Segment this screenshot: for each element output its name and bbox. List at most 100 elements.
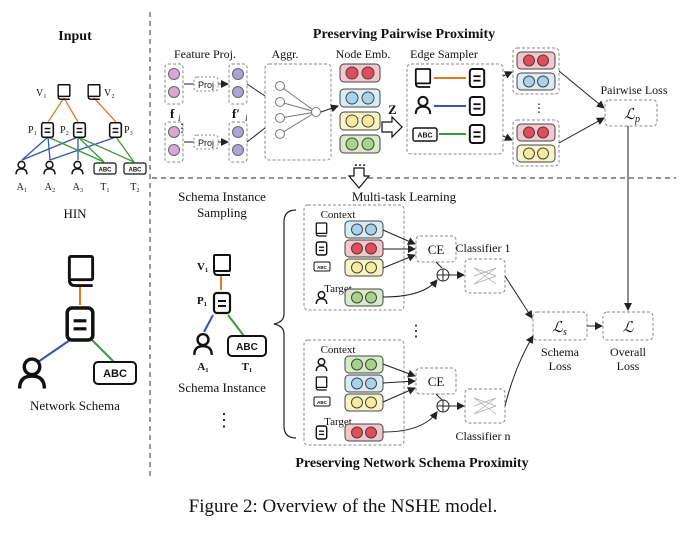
author-icon <box>17 357 47 390</box>
paper-icon <box>65 306 95 342</box>
right-arrow-icon <box>381 115 403 139</box>
proj-box-label: Proj <box>198 80 214 90</box>
hin-a1-label: A₁ <box>17 182 28 193</box>
venue-icon <box>87 84 101 100</box>
paper-icon <box>212 291 232 315</box>
fi-subscript: i <box>178 113 181 123</box>
venue-icon <box>414 68 432 88</box>
pairwise-title: Preserving Pairwise Proximity <box>313 27 495 42</box>
edge-sampler-label: Edge Sampler <box>410 47 478 61</box>
schema-title: Preserving Network Schema Proximity <box>295 456 528 471</box>
ls-symbol: ℒ <box>552 320 564 336</box>
target-label: Target <box>324 416 352 428</box>
multitask-label: Multi-task Learning <box>352 189 457 204</box>
schema-instance-graph: V₁ P₁ ABC A₁ T₁ <box>193 254 267 373</box>
pairwise-loss-box <box>604 99 658 127</box>
hdots: … <box>354 155 366 169</box>
overall-loss-box <box>602 311 654 341</box>
feature-proj-label: Feature Proj. <box>174 47 236 61</box>
term-icon-text: ABC <box>317 265 327 270</box>
edge-sampler-box <box>406 63 504 155</box>
fi-prime-symbol: f′ <box>232 106 240 121</box>
overall-loss-label-1: Overall <box>610 345 647 359</box>
ce-label: CE <box>428 242 445 257</box>
schema-sampling-label-1: Schema Instance <box>178 189 266 204</box>
vdots: ⋮ <box>176 121 188 135</box>
task1-box <box>303 204 405 311</box>
ce-box-1 <box>415 235 457 263</box>
venue-icon <box>315 376 328 391</box>
author-icon <box>315 290 328 305</box>
author-icon <box>315 357 328 372</box>
overall-loss-label-2: Loss <box>617 359 640 373</box>
venue-icon <box>57 84 71 100</box>
network-schema-graph: ABC <box>17 255 137 390</box>
z-symbol: Z <box>388 102 397 117</box>
context-label: Context <box>321 209 356 221</box>
pairwise-panel: Preserving Pairwise Proximity Feature Pr… <box>164 27 668 311</box>
network-schema-label: Network Schema <box>30 398 120 413</box>
schema-instance-label: Schema Instance <box>178 380 266 395</box>
figure-caption: Figure 2: Overview of the NSHE model. <box>189 496 498 517</box>
hin-label: HIN <box>63 206 87 221</box>
proj-box-label: Proj <box>198 138 214 148</box>
lp-subscript: p <box>634 114 640 125</box>
ce-box-n <box>415 367 457 395</box>
term-icon <box>123 162 147 175</box>
hin-t1-label: T₁ <box>100 182 110 193</box>
venue-icon <box>213 254 231 276</box>
hin-v1-label: V₁ <box>36 88 47 99</box>
paper-icon <box>468 124 486 144</box>
vdots: ⋮ <box>408 323 424 340</box>
hin-t2-label: T₂ <box>130 182 140 193</box>
vdots: ⋮ <box>533 101 545 115</box>
context-label: Context <box>321 344 356 356</box>
si-t1-label: T₁ <box>242 361 253 373</box>
term-icon <box>227 335 267 357</box>
node-emb-label: Node Emb. <box>336 47 391 61</box>
venue-icon <box>315 222 328 237</box>
hin-p1-label: P₁ <box>28 125 37 136</box>
paper-icon <box>72 122 87 138</box>
term-icon-text: ABC <box>103 368 127 380</box>
hin-a3-label: A₃ <box>73 182 84 193</box>
hin-p2-label: P₂ <box>60 125 69 136</box>
aggregator-box <box>264 63 332 161</box>
si-a1-label: A₁ <box>197 361 208 373</box>
si-p1-label: P₁ <box>197 295 207 307</box>
aggr-label: Aggr. <box>272 47 299 61</box>
schema-loss-label-2: Loss <box>549 359 572 373</box>
hin-graph: V₁ V₂ P₁ P₂ P₃ ABC ABC A₁ A₂ A₃ T₁ T₂ <box>15 84 147 193</box>
hin-v2-label: V₂ <box>104 88 115 99</box>
author-icon <box>15 160 28 175</box>
paper-icon <box>315 241 328 256</box>
term-icon-text: ABC <box>417 133 432 140</box>
lp-symbol: ℒ <box>624 107 636 123</box>
paper-icon <box>468 96 486 116</box>
paper-icon <box>468 68 486 88</box>
vdots: ⋮ <box>215 410 233 430</box>
term-icon-text: ABC <box>317 400 327 405</box>
classifier1-label: Classifier 1 <box>456 241 511 255</box>
author-icon <box>193 332 213 356</box>
brace <box>273 209 297 439</box>
fi-prime-subscript: i <box>245 113 248 123</box>
term-icon-text: ABC <box>129 168 143 174</box>
si-v1-label: V₁ <box>197 261 208 273</box>
node-embedding-list: … <box>339 63 381 169</box>
paper-icon <box>315 425 328 440</box>
hin-a2-label: A₂ <box>45 182 56 193</box>
term-icon <box>412 127 438 142</box>
hin-p3-label: P₃ <box>124 125 133 136</box>
pairwise-loss-label: Pairwise Loss <box>601 83 668 97</box>
input-panel: Input V₁ V₂ P₁ P₂ P₃ <box>15 29 147 413</box>
ls-subscript: s <box>563 327 567 338</box>
fi-symbol: f <box>170 106 175 121</box>
term-icon-text: ABC <box>236 342 258 353</box>
classifiern-label: Classifier n <box>456 429 511 443</box>
schema-panel: Schema Instance Sampling Multi-task Lear… <box>178 189 654 471</box>
venue-icon <box>67 255 95 287</box>
term-icon <box>93 361 137 385</box>
paper-icon <box>40 122 55 138</box>
